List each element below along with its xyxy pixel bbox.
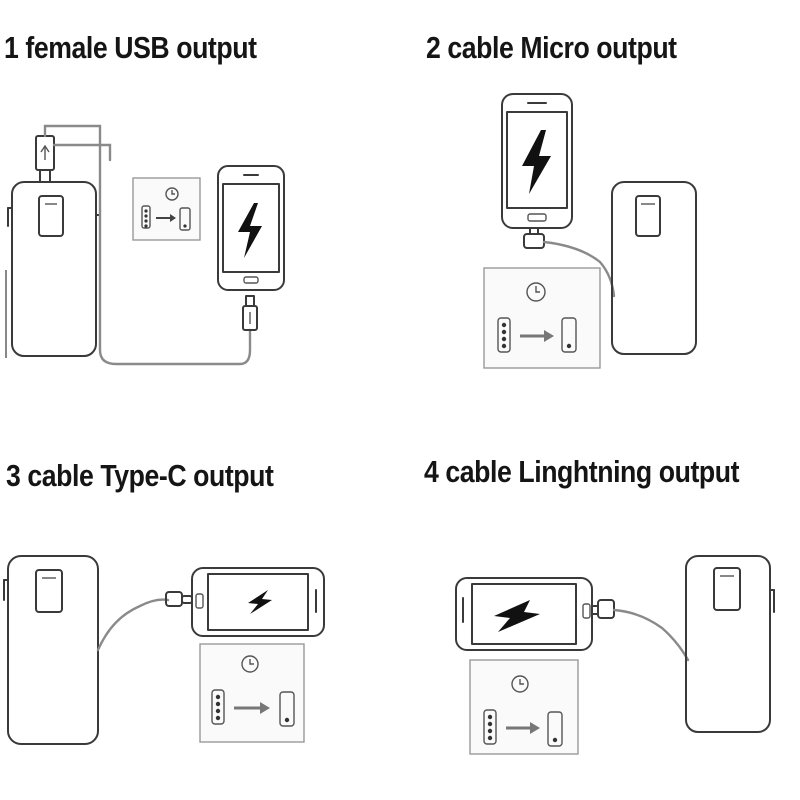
- micro-plug-icon: [242, 295, 258, 331]
- power-bank-icon: [3, 555, 99, 745]
- power-bank-icon: [7, 181, 101, 357]
- power-bank-icon: [685, 555, 775, 733]
- smartphone-icon: [501, 93, 573, 229]
- smartphone-landscape-icon: [191, 567, 325, 637]
- lightning-plug-icon: [591, 599, 615, 619]
- panel-4-illustration: [455, 555, 775, 755]
- full-battery-icon: [483, 709, 497, 745]
- usb-plug-icon: [35, 135, 55, 183]
- charging-bolt-icon: [494, 600, 540, 632]
- smartphone-landscape-icon: [455, 577, 593, 651]
- full-battery-icon: [141, 205, 151, 229]
- charging-bolt-icon: [238, 203, 262, 258]
- panel-2-title: 2 cable Micro output: [426, 30, 677, 65]
- panel-1-illustration: [5, 124, 285, 366]
- charge-status-box: [469, 659, 579, 755]
- micro-plug-icon: [523, 227, 545, 249]
- panel-1-title: 1 female USB output: [4, 30, 257, 65]
- panel-3-title: 3 cable Type-C output: [6, 458, 274, 493]
- panel-2-illustration: [483, 93, 697, 369]
- power-bank-icon: [611, 181, 697, 355]
- empty-battery-icon: [179, 207, 191, 231]
- charging-bolt-icon: [522, 130, 551, 194]
- smartphone-icon: [217, 165, 285, 291]
- clock-icon: [165, 187, 179, 201]
- clock-icon: [241, 655, 259, 673]
- type-c-plug-icon: [165, 591, 193, 607]
- charge-status-box: [199, 643, 305, 743]
- charge-status-box: [132, 177, 201, 241]
- panel-4-title: 4 cable Linghtning output: [424, 454, 740, 489]
- lightning-cable: [612, 608, 690, 662]
- full-battery-icon: [211, 689, 225, 725]
- full-battery-icon: [497, 317, 511, 353]
- panel-3-illustration: [3, 555, 325, 745]
- charge-status-box: [483, 267, 601, 369]
- clock-icon: [511, 675, 529, 693]
- empty-battery-icon: [279, 691, 295, 727]
- empty-battery-icon: [547, 711, 563, 747]
- usb-cable: [43, 124, 252, 366]
- charging-bolt-icon: [248, 590, 272, 614]
- clock-icon: [526, 282, 546, 302]
- type-c-cable: [96, 598, 170, 652]
- empty-battery-icon: [561, 317, 577, 353]
